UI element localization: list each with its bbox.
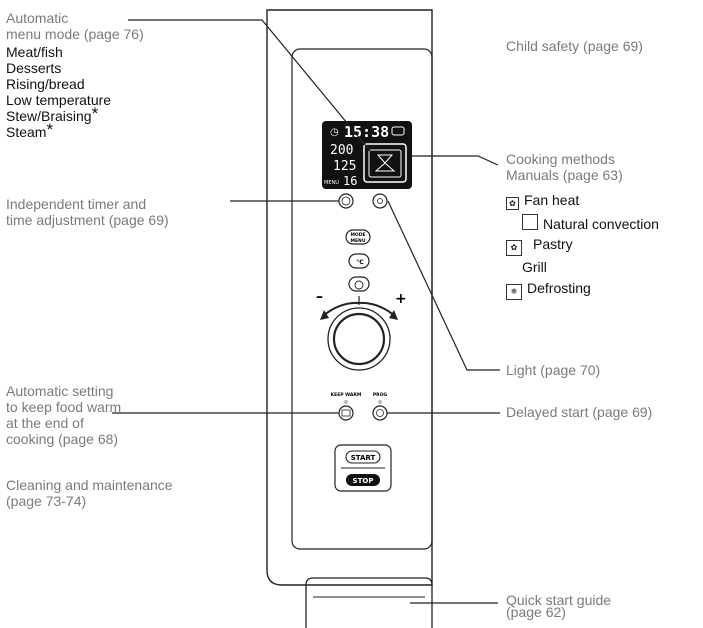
leader-auto-menu <box>128 19 372 153</box>
cleaning-label: Cleaning and maintenance (page 73-74) <box>6 477 173 509</box>
timer-button <box>338 193 354 209</box>
prog-text: PROG <box>373 392 388 398</box>
method-pastry: ✿Pastry <box>506 236 573 256</box>
lcd-temp2: 125 <box>333 159 356 174</box>
light-bulb-icon <box>377 198 383 204</box>
prog-button <box>372 405 388 421</box>
asterisk: * <box>46 120 54 139</box>
arrow-left-icon <box>320 310 329 320</box>
dial-arc <box>322 301 396 317</box>
lcd-mode-frame <box>363 143 407 183</box>
bottom-tray <box>305 577 433 628</box>
lock-icon <box>391 126 405 136</box>
lcd-menu-number: 16 <box>343 174 357 188</box>
duration-button <box>348 276 370 292</box>
asterisk: * <box>91 104 99 123</box>
oven-body-outline <box>266 9 433 586</box>
lcd-menu-label: MENU <box>324 180 339 186</box>
menu-item: Desserts <box>6 60 62 76</box>
child-safety-label: Child safety (page 69) <box>506 38 643 54</box>
pastry-icon: ✿ <box>506 240 522 256</box>
quick-start-label: Quick start guide (page 62) <box>506 592 612 620</box>
leader-light <box>387 200 500 371</box>
menu-item: Low temperature <box>6 92 112 108</box>
delay-clock-icon <box>376 409 384 417</box>
auto-menu-title: Automatic menu mode (page 76) <box>6 10 144 42</box>
menu-item: Rising/bread <box>6 76 85 92</box>
stop-button <box>346 474 380 486</box>
menu-item: Stew/Braising* <box>6 104 99 124</box>
thermometer-icon: °C <box>356 259 364 266</box>
menu-mode-list: Meat/fish Desserts Rising/bread Low temp… <box>6 44 111 140</box>
stopwatch-icon <box>354 280 364 290</box>
lcd-temp1: 200 <box>330 143 353 158</box>
timer-label: Independent timer and time adjustment (p… <box>6 196 169 228</box>
inner-panel-outline <box>291 48 433 550</box>
clock-icon: ◷ <box>330 127 339 138</box>
lcd-fan-icon <box>374 154 396 172</box>
menu-item: Steam* <box>6 120 54 140</box>
method-grill: Grill <box>522 259 547 275</box>
leader-lines <box>112 19 500 604</box>
keep-warm-led <box>344 400 348 404</box>
keep-warm-text: KEEP WARM <box>331 392 362 398</box>
cooking-methods-label: Cooking methods Manuals (page 63) <box>506 151 623 183</box>
method-natural: Natural convection <box>522 214 659 232</box>
keep-warm-label: Automatic setting to keep food warm at t… <box>6 383 122 447</box>
prog-led <box>378 400 382 404</box>
method-fan: ✿Fan heat <box>506 192 579 210</box>
lcd-display <box>322 121 412 189</box>
arrow-right-icon <box>389 310 398 320</box>
lcd-time: 15:38 <box>344 123 389 141</box>
auto-menu-line1: Automatic <box>6 10 69 26</box>
control-dial-inner <box>332 312 386 366</box>
defrost-icon: ❄ <box>506 284 522 300</box>
clock-icon <box>341 196 351 206</box>
menu-label: MENU <box>351 238 366 244</box>
natural-convection-icon <box>522 214 538 230</box>
mode-menu-button <box>345 229 371 245</box>
fan-icon: ✿ <box>506 197 519 210</box>
temperature-button <box>348 253 370 269</box>
start-button <box>345 450 381 464</box>
control-dial-outer <box>327 307 391 371</box>
keep-warm-button <box>338 405 354 421</box>
stop-text: STOP <box>353 477 374 485</box>
leader-cooking-methods <box>412 155 499 166</box>
lcd-mode-inner <box>368 149 402 178</box>
auto-menu-line2: menu mode (page 76) <box>6 26 144 42</box>
menu-item: Meat/fish <box>6 44 63 60</box>
mode-label: MODE <box>350 232 365 238</box>
plate-icon <box>341 409 351 417</box>
delayed-start-label: Delayed start (page 69) <box>506 404 653 420</box>
plus-sign: + <box>395 291 407 307</box>
minus-sign: – <box>316 289 323 305</box>
start-text: START <box>351 454 376 462</box>
light-label: Light (page 70) <box>506 362 601 378</box>
light-button <box>372 193 388 209</box>
start-stop-block <box>334 444 392 492</box>
method-defrost: ❄Defrosting <box>506 280 591 300</box>
